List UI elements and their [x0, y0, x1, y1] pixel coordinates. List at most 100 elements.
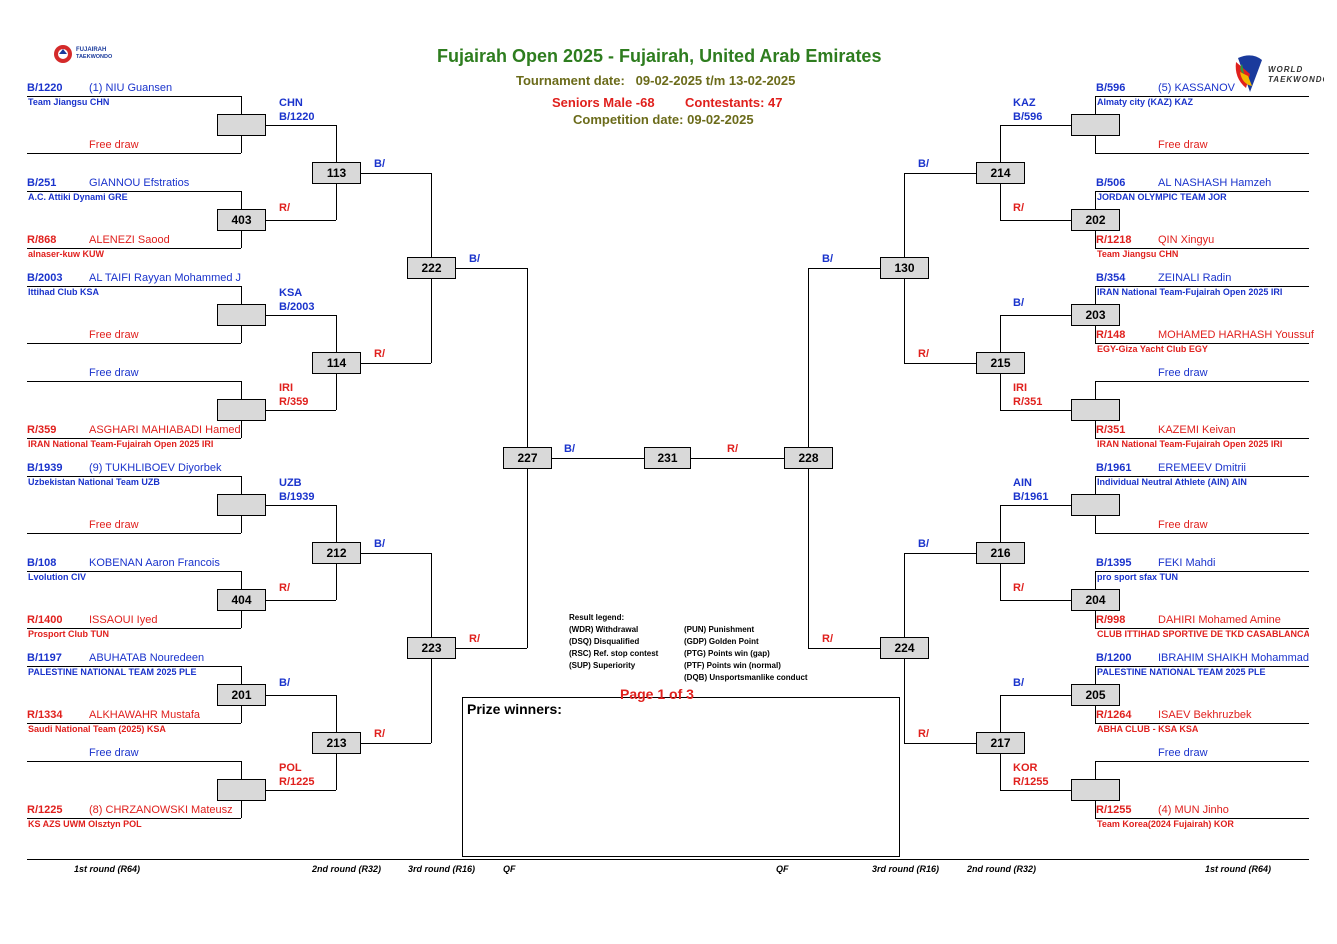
r64-out-line	[266, 790, 336, 791]
tournament-date: Tournament date: 09-02-2025 t/m 13-02-20…	[516, 73, 796, 88]
free-draw: Free draw	[1158, 519, 1208, 531]
advance-id: B/1939	[279, 491, 315, 503]
r64-out-line	[1000, 220, 1071, 221]
advance-label: B/	[1013, 677, 1024, 689]
r32-label: B/	[374, 157, 385, 170]
competitor-id: R/998	[1096, 614, 1126, 626]
match-box: 223	[407, 636, 456, 659]
competitor-line	[27, 761, 241, 762]
competitor-id: R/1264	[1096, 709, 1132, 721]
competitor-id: B/1939	[27, 462, 63, 474]
match-box: 228	[784, 446, 833, 469]
competitor-name: AL TAIFI Rayyan Mohammed J	[89, 272, 242, 284]
free-draw: Free draw	[89, 367, 139, 379]
competitor-name: DAHIRI Mohamed Amine	[1158, 614, 1281, 626]
competitor-line	[1095, 818, 1309, 819]
advance-country: IRI	[279, 382, 294, 394]
legend-item: (GDP) Golden Point	[684, 637, 759, 646]
competitor-id: R/1218	[1096, 234, 1132, 246]
competitor-team: Ittihad Club KSA	[28, 287, 99, 297]
competitor-line	[1095, 381, 1309, 382]
r32-label: R/	[374, 347, 385, 360]
match-box: 222	[407, 256, 456, 279]
round-label: 2nd round (R32)	[312, 864, 381, 874]
r32-out-line	[904, 552, 976, 554]
advance-label: R/	[279, 582, 290, 594]
competitor-team: Uzbekistan National Team UZB	[28, 477, 160, 487]
legend-item: (SUP) Superiority	[569, 661, 636, 670]
r32-label: B/	[918, 537, 929, 550]
match-box	[1071, 114, 1120, 136]
r64-out-line	[266, 600, 336, 601]
match-box	[1071, 399, 1120, 421]
competitor-line	[1095, 476, 1309, 477]
competitor-name: IBRAHIM SHAIKH Mohammad	[1158, 652, 1309, 664]
competitor-name: QIN Xingyu	[1158, 234, 1215, 246]
competitor-line	[27, 818, 241, 819]
match-box: 212	[312, 541, 361, 564]
r16-label: R/	[469, 632, 480, 645]
world-taekwondo-logo: WORLD TAEKWONDO	[1232, 52, 1329, 98]
competitor-id: B/1220	[27, 82, 63, 94]
contestants-label: Contestants: 47	[685, 95, 783, 110]
competitor-id: R/148	[1096, 329, 1126, 341]
r32-label: R/	[374, 727, 385, 740]
competitor-line	[1095, 153, 1309, 154]
advance-country: CHN	[279, 97, 303, 109]
match-box: 213	[312, 731, 361, 754]
tournament-title: Fujairah Open 2025 - Fujairah, United Ar…	[437, 46, 882, 66]
r64-out-line	[1000, 600, 1071, 601]
competitor-name: AL NASHASH Hamzeh	[1158, 177, 1272, 189]
competitor-team: A.C. Attiki Dynami GRE	[28, 192, 128, 202]
r64-out-line	[266, 315, 336, 316]
round-label: QF	[503, 864, 516, 874]
r64-out-line	[1000, 410, 1071, 411]
competitor-line	[27, 476, 241, 477]
match-box: 203	[1071, 304, 1120, 326]
competitor-id: B/1395	[1096, 557, 1132, 569]
round-label: 1st round (R64)	[1205, 864, 1272, 874]
competitor-team: CLUB ITTIHAD SPORTIVE DE TKD CASABLANCA …	[1097, 629, 1309, 639]
qf-label: R/	[727, 442, 738, 455]
advance-country: KOR	[1013, 762, 1038, 774]
match-box: 224	[880, 636, 929, 659]
competitor-team: PALESTINE NATIONAL TEAM 2025 PLE	[28, 667, 197, 677]
match-box: 205	[1071, 684, 1120, 706]
competitor-team: Team Korea(2024 Fujairah) KOR	[1097, 819, 1234, 829]
match-box: 201	[217, 684, 266, 706]
advance-country: KAZ	[1013, 97, 1036, 109]
qf-label: B/	[564, 442, 575, 455]
competitor-name: (5) KASSANOV	[1158, 82, 1236, 94]
competitor-line	[1095, 438, 1309, 439]
r64-out-line	[1000, 790, 1071, 791]
advance-label: R/	[1013, 582, 1024, 594]
r32-label: R/	[918, 727, 929, 740]
competitor-id: R/351	[1096, 424, 1126, 436]
r16-label: R/	[822, 632, 833, 645]
match-box: 215	[976, 351, 1025, 374]
r32-out-line	[904, 172, 976, 174]
competitor-team: Individual Neutral Athlete (AIN) AIN	[1097, 477, 1247, 487]
match-box: 214	[976, 161, 1025, 184]
legend-item: (DQB) Unsportsmanlike conduct	[684, 673, 808, 682]
competition-date: Competition date: 09-02-2025	[573, 112, 754, 127]
competitor-name: (4) MUN Jinho	[1158, 804, 1229, 816]
competitor-team: Almaty city (KAZ) KAZ	[1097, 97, 1194, 107]
competitor-line	[1095, 723, 1309, 724]
r64-out-line	[266, 125, 336, 126]
qf-out-line	[552, 457, 644, 459]
match-box	[217, 304, 266, 326]
competitor-team: KS AZS UWM Olsztyn POL	[28, 819, 142, 829]
r32-label: B/	[374, 537, 385, 550]
competitor-name: (1) NIU Guansen	[89, 82, 173, 94]
r16-label: B/	[469, 252, 480, 265]
page-label: Page 1 of 3	[620, 686, 694, 702]
match-box: 231	[644, 446, 691, 469]
r32-out-line	[904, 742, 976, 744]
competitor-team: pro sport sfax TUN	[1097, 572, 1179, 582]
competitor-line	[27, 286, 241, 287]
competitor-team: EGY-Giza Yacht Club EGY	[1097, 344, 1208, 354]
advance-id: R/351	[1013, 396, 1043, 408]
r32-out-line	[361, 552, 431, 554]
match-box	[217, 779, 266, 801]
